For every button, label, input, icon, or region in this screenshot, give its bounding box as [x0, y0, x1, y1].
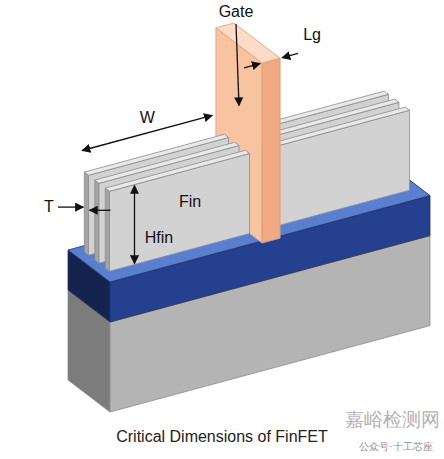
gate-top	[216, 23, 280, 63]
watermark: 嘉峪检测网	[345, 410, 440, 431]
fin-front-left	[105, 188, 109, 271]
figure-caption: Critical Dimensions of FinFET	[0, 428, 444, 446]
fin-back-top	[263, 107, 409, 149]
gate-length-arrow	[282, 53, 298, 57]
part-label: Gate	[219, 3, 254, 21]
fin-front-left	[84, 172, 88, 255]
watermark: 公众号·十工芯座	[359, 441, 432, 452]
fin-front-top	[105, 150, 249, 191]
thickness-arrow	[58, 206, 83, 207]
gate-leader	[236, 24, 239, 106]
dimension-label: Hfin	[145, 229, 173, 247]
fin-front-left	[95, 180, 99, 263]
thickness-arrow	[90, 210, 111, 211]
height-dimension	[134, 186, 135, 264]
part-label: Fin	[179, 193, 201, 211]
dimension-label: T	[44, 198, 54, 216]
gate-length-arrow	[244, 64, 260, 68]
dimension-label: W	[140, 109, 155, 127]
dimension-label: Lg	[303, 26, 321, 44]
gate-front	[262, 58, 280, 243]
